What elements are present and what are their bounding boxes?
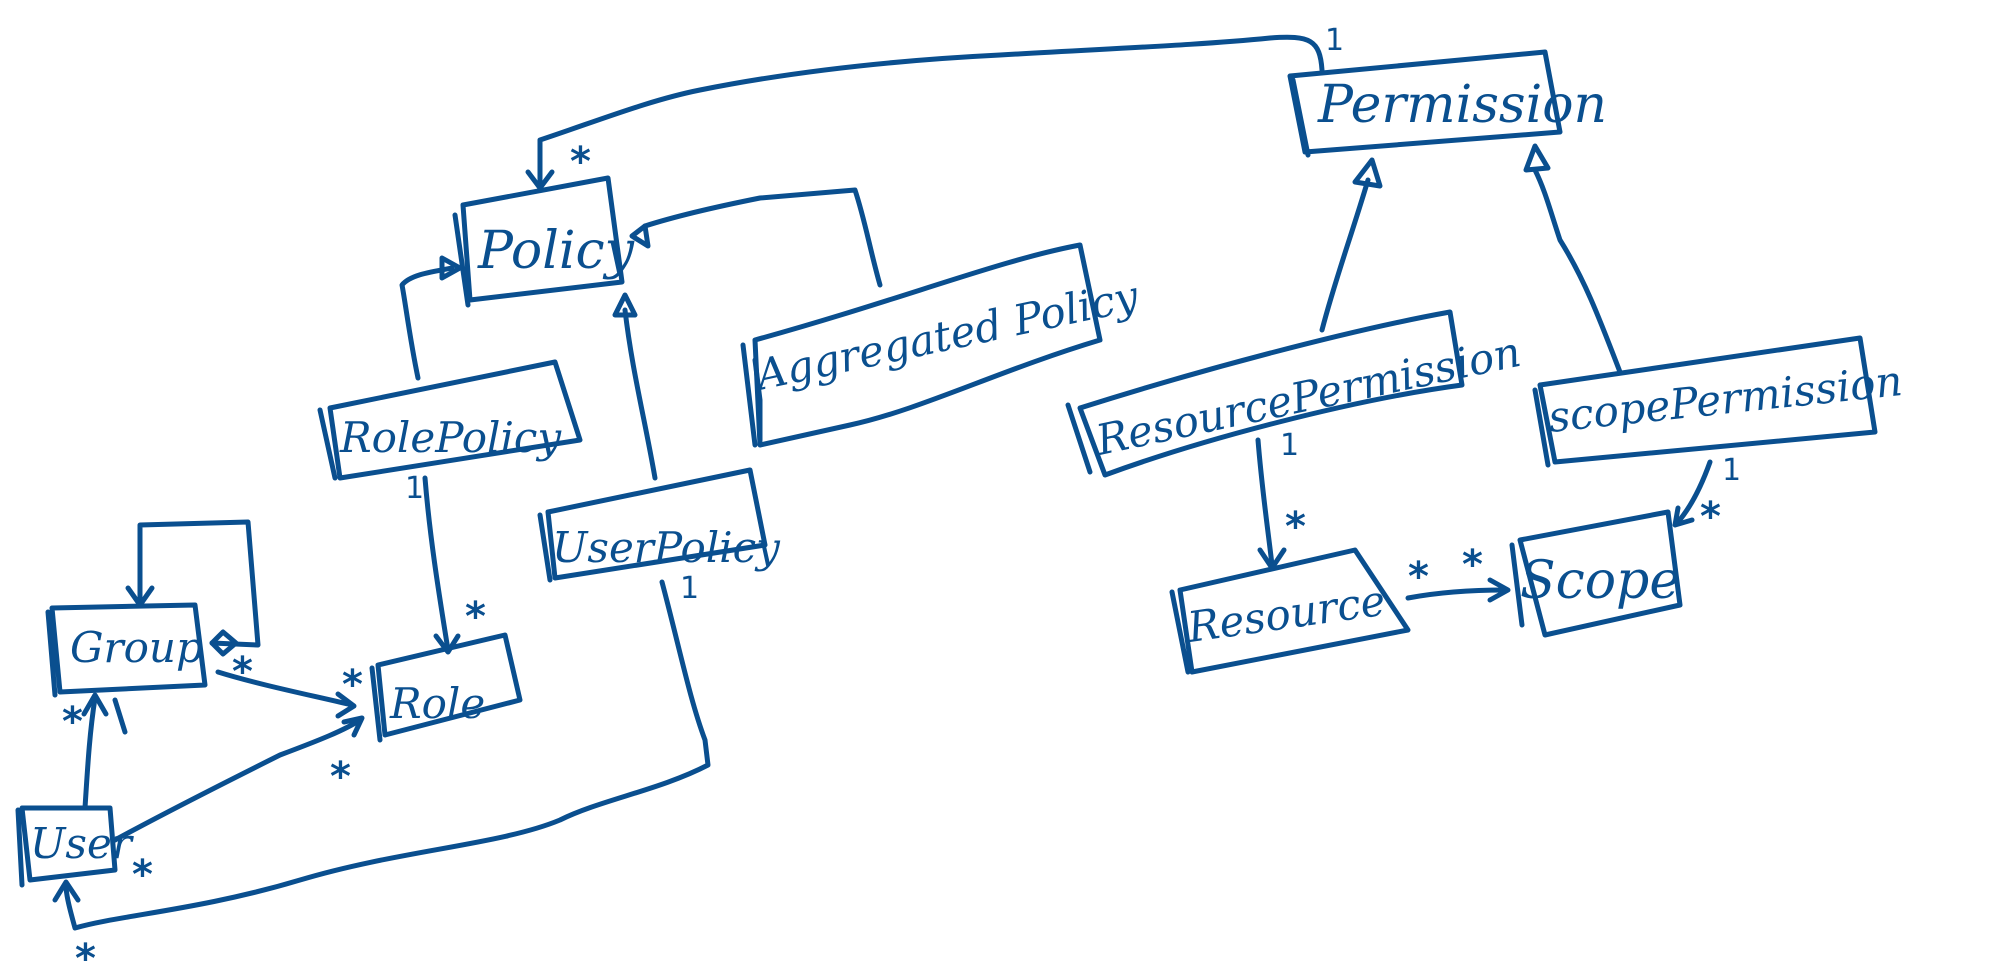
user-role-arrowhead [341, 715, 365, 738]
user-role-association [112, 717, 363, 843]
permission-node: Permission [1287, 49, 1607, 158]
user-policy-generalization [622, 307, 658, 481]
user-policy-box [537, 467, 768, 583]
mult-resource-star-top: * [1285, 504, 1306, 550]
user-policy-label: UserPolicy [552, 523, 781, 572]
resource-box [1169, 547, 1411, 675]
mult-resource-star-right: * [1408, 554, 1429, 600]
policy-permission-association [537, 34, 1325, 191]
mult-user-policy-one: 1 [680, 571, 699, 606]
mult-role-star-bottom: * [330, 754, 351, 800]
aggregated-policy-composite-link [752, 357, 763, 443]
user-policy-node: UserPolicy [537, 467, 781, 583]
group-box [45, 602, 208, 698]
group-role-arrowhead [335, 691, 357, 719]
role-policy-label: RolePolicy [339, 413, 562, 462]
scope-permission-generalization [1532, 167, 1623, 375]
permission-label: Permission [1317, 75, 1607, 135]
aggregated-policy-label: Aggregated Policy [748, 271, 1144, 401]
resource-permission-resource-association [1255, 437, 1275, 568]
policy-permission-arrowhead [525, 169, 555, 191]
mult-scope-star-left: * [1462, 542, 1483, 588]
policy-node: Policy [452, 175, 635, 308]
scope-permission-label: scopePermission [1546, 356, 1905, 442]
group-self-arrowhead [125, 585, 155, 608]
mult-user-star-bottom: * [75, 936, 96, 972]
aggregated-policy-generalization [642, 187, 883, 288]
user-group-arrowhead [81, 692, 109, 717]
scope-permission-triangle [1523, 143, 1551, 173]
role-policy-box [317, 359, 583, 481]
scope-permission-node: scopePermission [1532, 335, 1905, 468]
mult-user-star-right: * [132, 852, 153, 898]
resource-node: Resource [1169, 547, 1411, 675]
user-policy-user-association [63, 579, 711, 931]
aggregated-policy-triangle [629, 223, 651, 249]
permission-box [1287, 49, 1563, 158]
aggregated-policy-box [740, 242, 1103, 448]
resource-permission-triangle [1352, 157, 1383, 189]
resource-permission-generalization [1319, 177, 1371, 333]
scope-permission-box [1532, 335, 1878, 468]
resource-scope-arrowhead [1487, 577, 1511, 603]
role-policy-generalization [399, 265, 455, 381]
mult-scope-star-top: * [1700, 494, 1721, 540]
scope-permission-scope-arrowhead [1672, 505, 1695, 528]
mult-resource-permission-one: 1 [1280, 428, 1299, 463]
user-policy-user-arrowhead [52, 879, 81, 903]
mult-policy-star: * [570, 139, 591, 185]
mult-role-policy-one: 1 [405, 471, 424, 506]
mult-scope-permission-one: 1 [1722, 453, 1741, 488]
scope-node: Scope [1509, 509, 1683, 638]
policy-label: Policy [477, 221, 635, 281]
user-node: User [15, 805, 135, 888]
role-node: Role [369, 632, 523, 743]
user-box [15, 805, 118, 888]
resource-permission-box [1065, 309, 1465, 478]
group-aggregation-diamond [209, 629, 239, 657]
user-label: User [30, 819, 135, 868]
group-node: Group [45, 519, 261, 698]
mult-role-star-top: * [465, 594, 486, 640]
scope-label: Scope [1520, 551, 1680, 611]
group-label: Group [70, 623, 203, 672]
mult-permission-one: 1 [1325, 23, 1344, 58]
role-label: Role [389, 679, 485, 728]
resource-permission-resource-arrowhead [1257, 547, 1287, 571]
role-policy-role-association [422, 475, 451, 653]
user-group-tick [112, 697, 128, 735]
scope-permission-scope-association [1675, 459, 1713, 525]
role-policy-triangle [439, 255, 463, 281]
role-box [369, 632, 523, 743]
mult-group-star-bottom: * [62, 699, 83, 745]
user-group-association [82, 695, 98, 811]
policy-box [452, 175, 625, 308]
group-role-association [215, 669, 355, 708]
role-policy-role-arrowhead [433, 633, 461, 655]
mult-group-star-right: * [232, 649, 253, 695]
user-policy-triangle [612, 292, 638, 318]
resource-permission-label: ResourcePermission [1091, 327, 1525, 465]
role-policy-node: RolePolicy [317, 359, 583, 481]
resource-scope-association [1405, 587, 1508, 601]
scope-box [1509, 509, 1683, 638]
group-self-association [137, 519, 261, 648]
mult-role-star-left: * [342, 662, 363, 708]
